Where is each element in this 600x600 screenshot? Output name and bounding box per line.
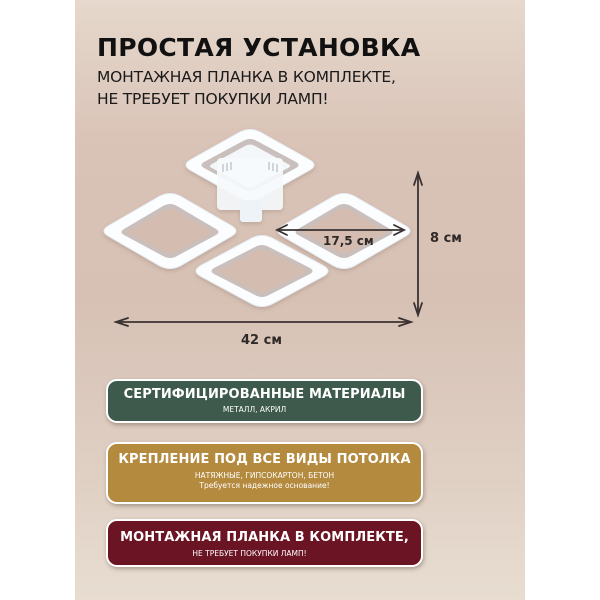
lamp-frame-top [185,129,315,222]
lamp-frame-bottom [195,235,329,307]
lamp-frame-right [277,193,411,269]
dimension-arrows [113,170,423,327]
feature-title: КРЕПЛЕНИЕ ПОД ВСЕ ВИДЫ ПОТОЛКА [118,452,411,467]
feature-box-mounting-plate: МОНТАЖНАЯ ПЛАНКА В КОМПЛЕКТЕ, НЕ ТРЕБУЕТ… [106,519,423,567]
lamp-frame-left [103,193,237,269]
dimension-module-width: 17,5 см [323,234,374,248]
page-title: ПРОСТАЯ УСТАНОВКА [97,33,421,62]
feature-title: МОНТАЖНАЯ ПЛАНКА В КОМПЛЕКТЕ, [120,530,409,545]
dimension-height: 8 см [430,231,462,246]
feature-box-materials: СЕРТИФИЦИРОВАННЫЕ МАТЕРИАЛЫ МЕТАЛЛ, АКРИ… [106,379,423,423]
subtitle-line-2: НЕ ТРЕБУЕТ ПОКУПКИ ЛАМП! [97,90,329,108]
feature-note: Требуется надежное основание! [199,481,330,490]
feature-detail: МЕТАЛЛ, АКРИЛ [222,405,287,414]
feature-title: СЕРТИФИЦИРОВАННЫЕ МАТЕРИАЛЫ [123,387,406,402]
feature-box-mounting: КРЕПЛЕНИЕ ПОД ВСЕ ВИДЫ ПОТОЛКА НАТЯЖНЫЕ,… [106,442,423,504]
feature-detail: НАТЯЖНЫЕ, ГИПСОКАРТОН, БЕТОН [194,471,335,480]
dimension-total-width: 42 см [241,333,282,348]
subtitle-line-1: МОНТАЖНАЯ ПЛАНКА В КОМПЛЕКТЕ, [97,68,396,86]
feature-detail: НЕ ТРЕБУЕТ ПОКУПКИ ЛАМП! [192,549,307,558]
